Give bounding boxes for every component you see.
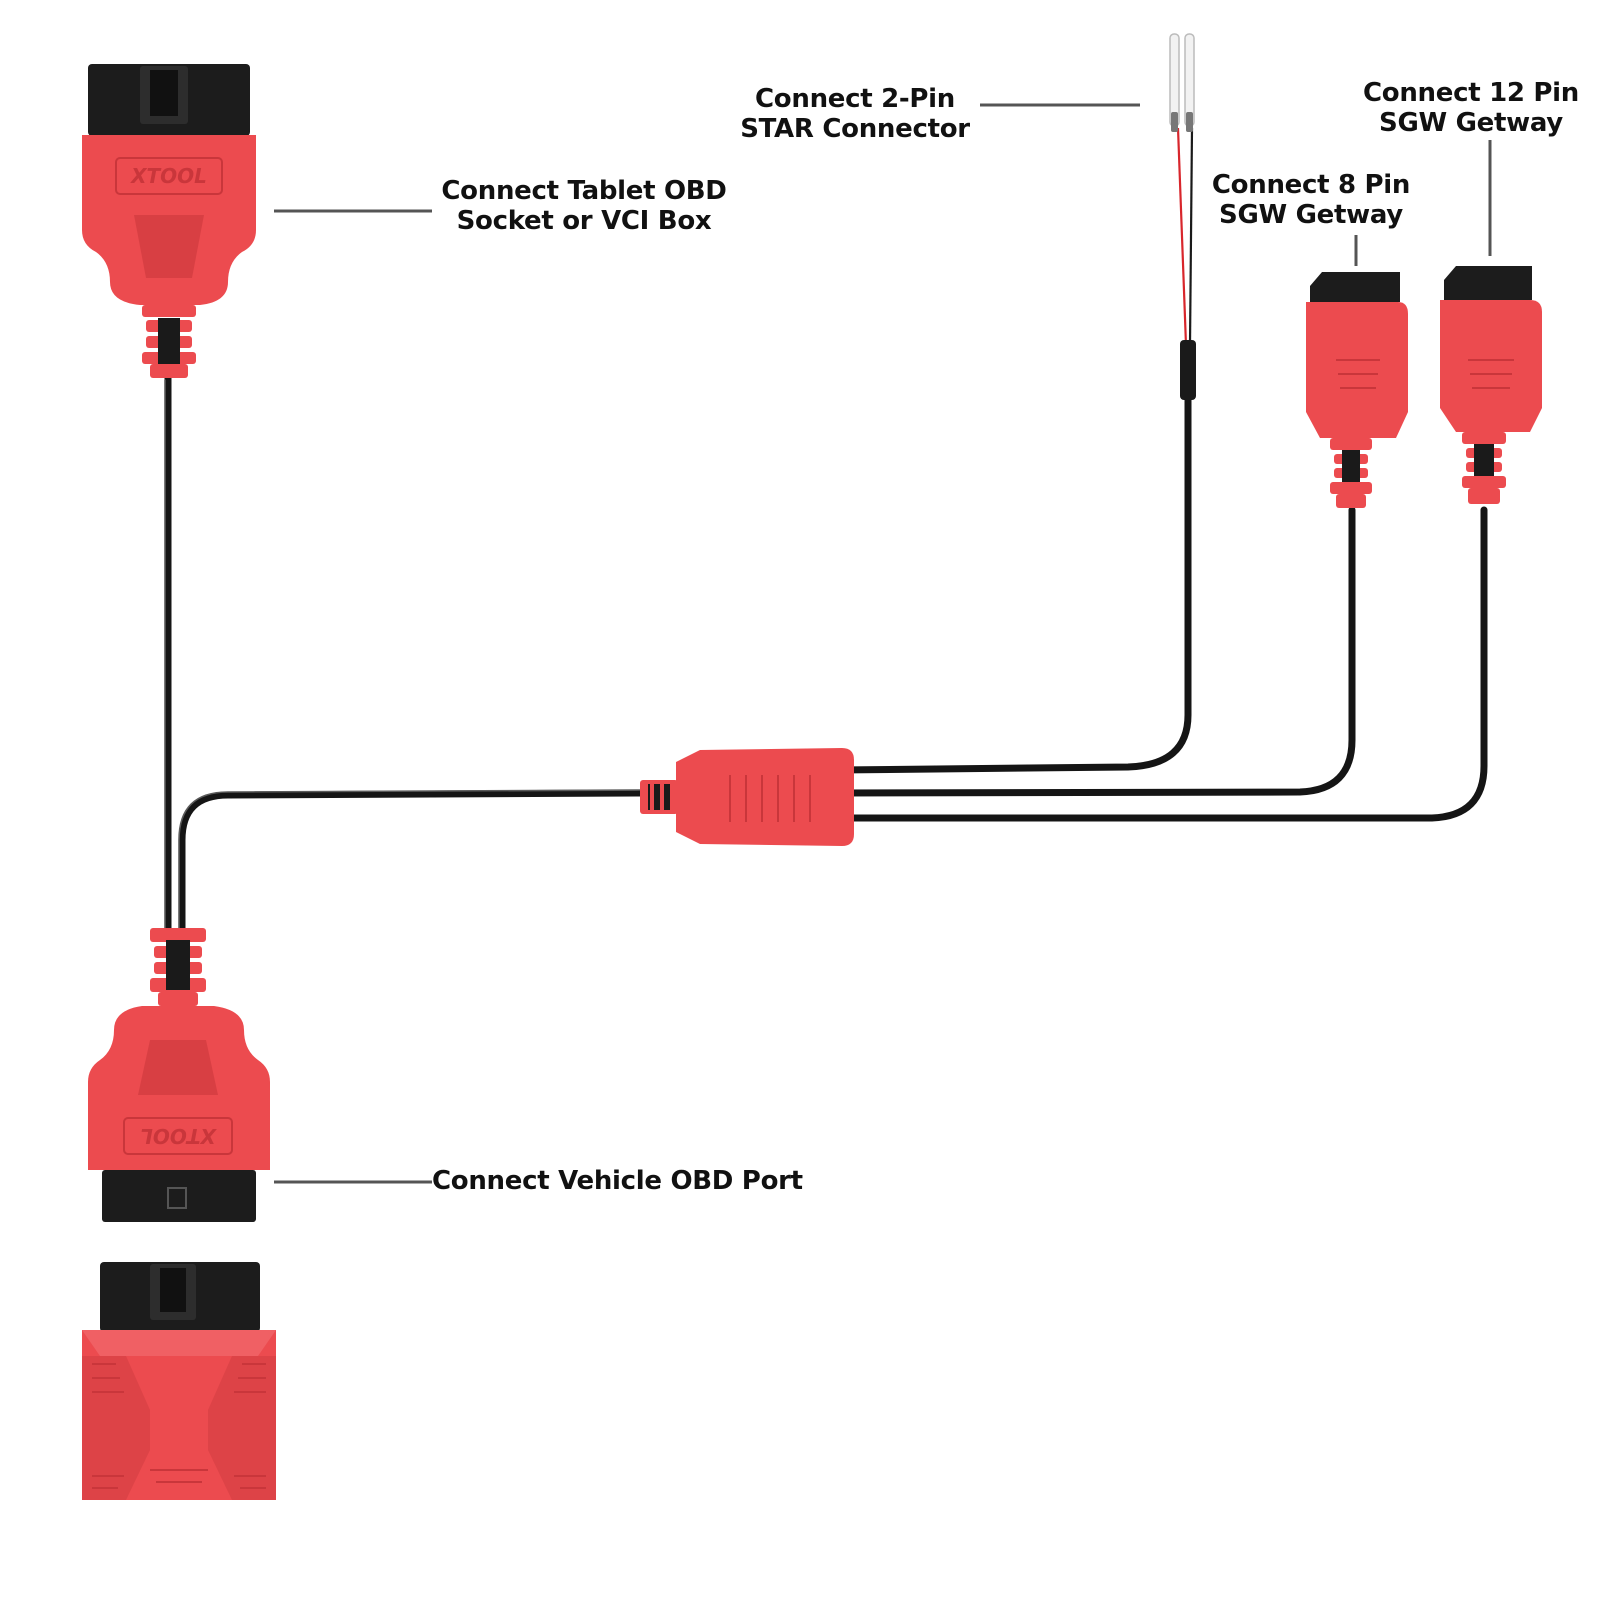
sgw-12-pin-cable <box>834 506 1488 822</box>
callout-sgw-12pin-line1: Connect 12 Pin <box>1362 78 1579 108</box>
star-black-wire <box>1188 127 1194 346</box>
sgw-12-pin-connector-icon <box>1440 266 1542 504</box>
star-red-wire <box>1176 127 1188 346</box>
callout-sgw-8pin: Connect 8 Pin SGW Getway <box>1206 170 1416 230</box>
callout-star-2pin-line1: Connect 2-Pin <box>755 84 955 114</box>
brand-logo-top: XTOOL <box>129 164 207 188</box>
branch-cable <box>178 789 644 944</box>
callout-vehicle-obd: Connect Vehicle OBD Port <box>432 1166 812 1196</box>
sgw-8-pin-cable <box>834 506 1356 797</box>
callout-sgw-8pin-line1: Connect 8 Pin <box>1211 170 1411 200</box>
callout-vehicle-obd-line1: Connect Vehicle OBD Port <box>432 1166 803 1196</box>
callout-tablet-obd-line2: Socket or VCI Box <box>456 206 712 236</box>
callout-sgw-8pin-line2: SGW Getway <box>1219 200 1403 230</box>
star-cable <box>834 341 1192 774</box>
obd-male-connector-icon: XTOOL <box>88 928 270 1222</box>
brand-logo-bottom: XTOOL <box>140 1124 218 1148</box>
cable-splitter-icon <box>640 748 854 846</box>
sgw-8-pin-connector-icon <box>1306 272 1408 508</box>
obd-adapter-icon <box>82 1262 276 1500</box>
callout-star-2pin-line2: STAR Connector <box>740 114 970 144</box>
cables <box>164 127 1488 944</box>
callout-tablet-obd: Connect Tablet OBD Socket or VCI Box <box>432 176 736 236</box>
two-pin-star-connector-icon <box>1169 33 1196 400</box>
obd-female-connector-icon: XTOOL <box>82 64 256 378</box>
callout-star-2pin: Connect 2-Pin STAR Connector <box>735 84 975 144</box>
leader-lines <box>274 103 1492 1184</box>
callout-sgw-12pin-line2: SGW Getway <box>1379 108 1563 138</box>
callout-tablet-obd-line1: Connect Tablet OBD <box>441 176 727 206</box>
callout-sgw-12pin: Connect 12 Pin SGW Getway <box>1358 78 1584 138</box>
